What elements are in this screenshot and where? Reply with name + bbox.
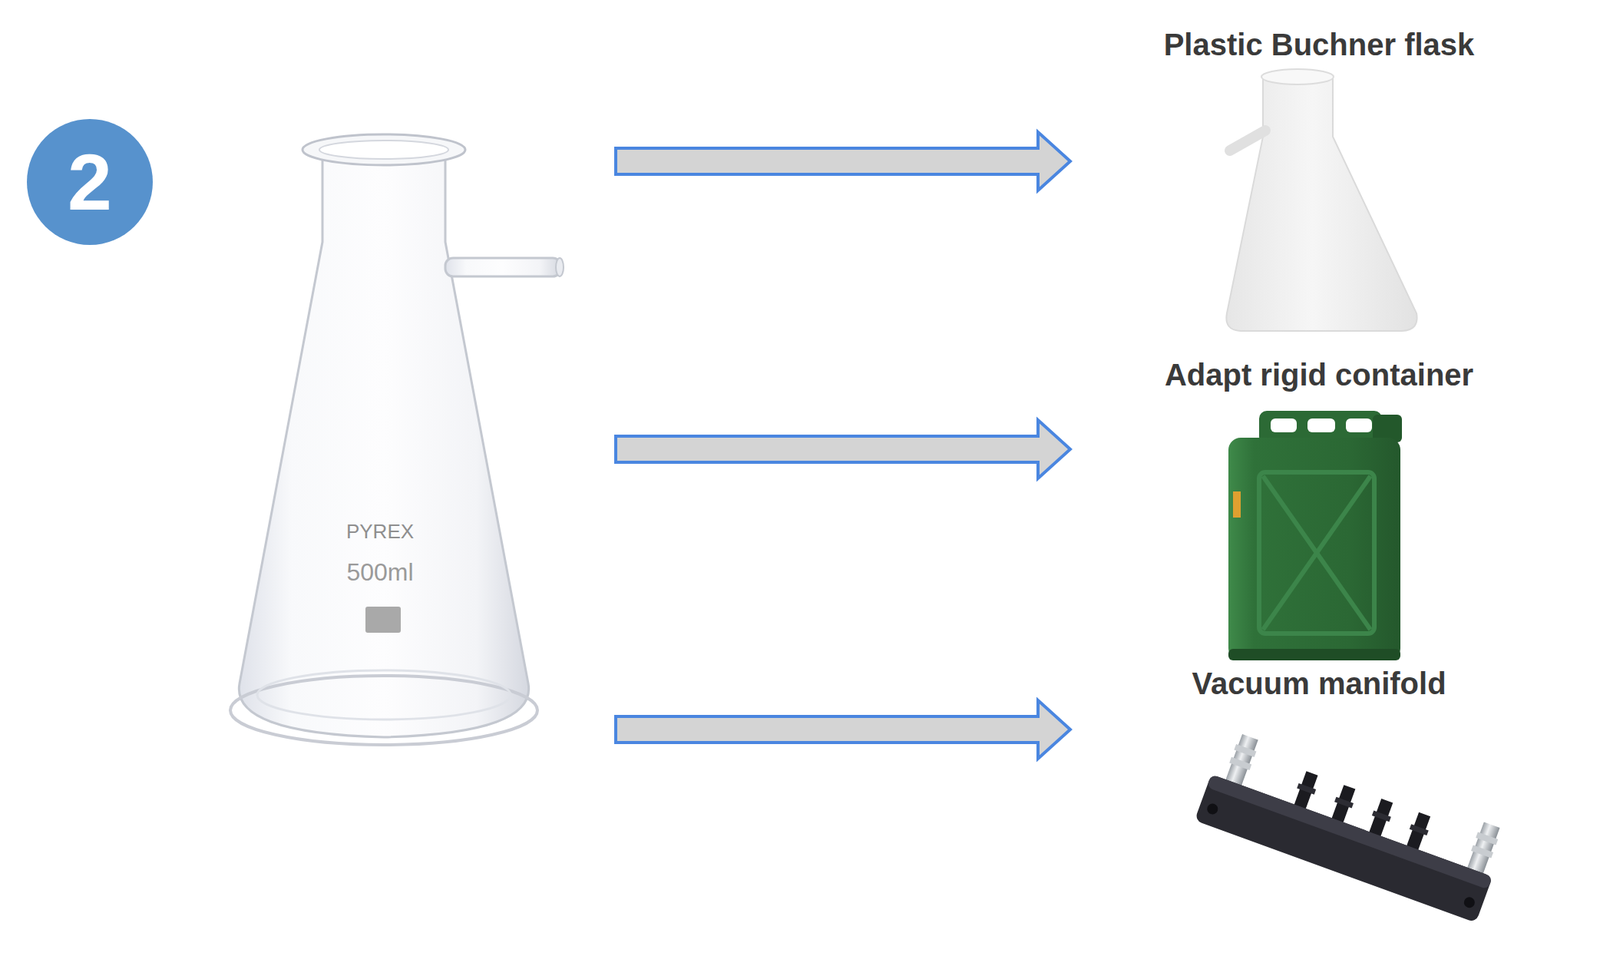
jerry-can xyxy=(1228,410,1402,661)
step-number: 2 xyxy=(26,119,153,245)
step-number-text: 2 xyxy=(67,142,113,222)
plastic-flask xyxy=(1226,69,1417,331)
glass-filter-flask xyxy=(230,134,564,745)
flask-marking: PYREX xyxy=(346,520,414,543)
option-item: Adapt rigid container xyxy=(1074,354,1564,662)
flask-marking: 500ml xyxy=(346,558,414,586)
item-heading: Vacuum manifold xyxy=(1074,664,1564,702)
item-heading: Plastic Buchner flask xyxy=(1074,26,1564,63)
block-arrow xyxy=(615,419,1071,479)
item-heading: Adapt rigid container xyxy=(1074,356,1564,394)
option-item: Vacuum manifold xyxy=(1074,664,1564,943)
glass-flask: PYREX 500ml xyxy=(222,122,607,761)
block-arrow xyxy=(615,132,1071,191)
block-arrow xyxy=(615,700,1071,759)
vacuum-manifold xyxy=(1194,728,1510,923)
option-item: Plastic Buchner flask xyxy=(1074,23,1564,350)
